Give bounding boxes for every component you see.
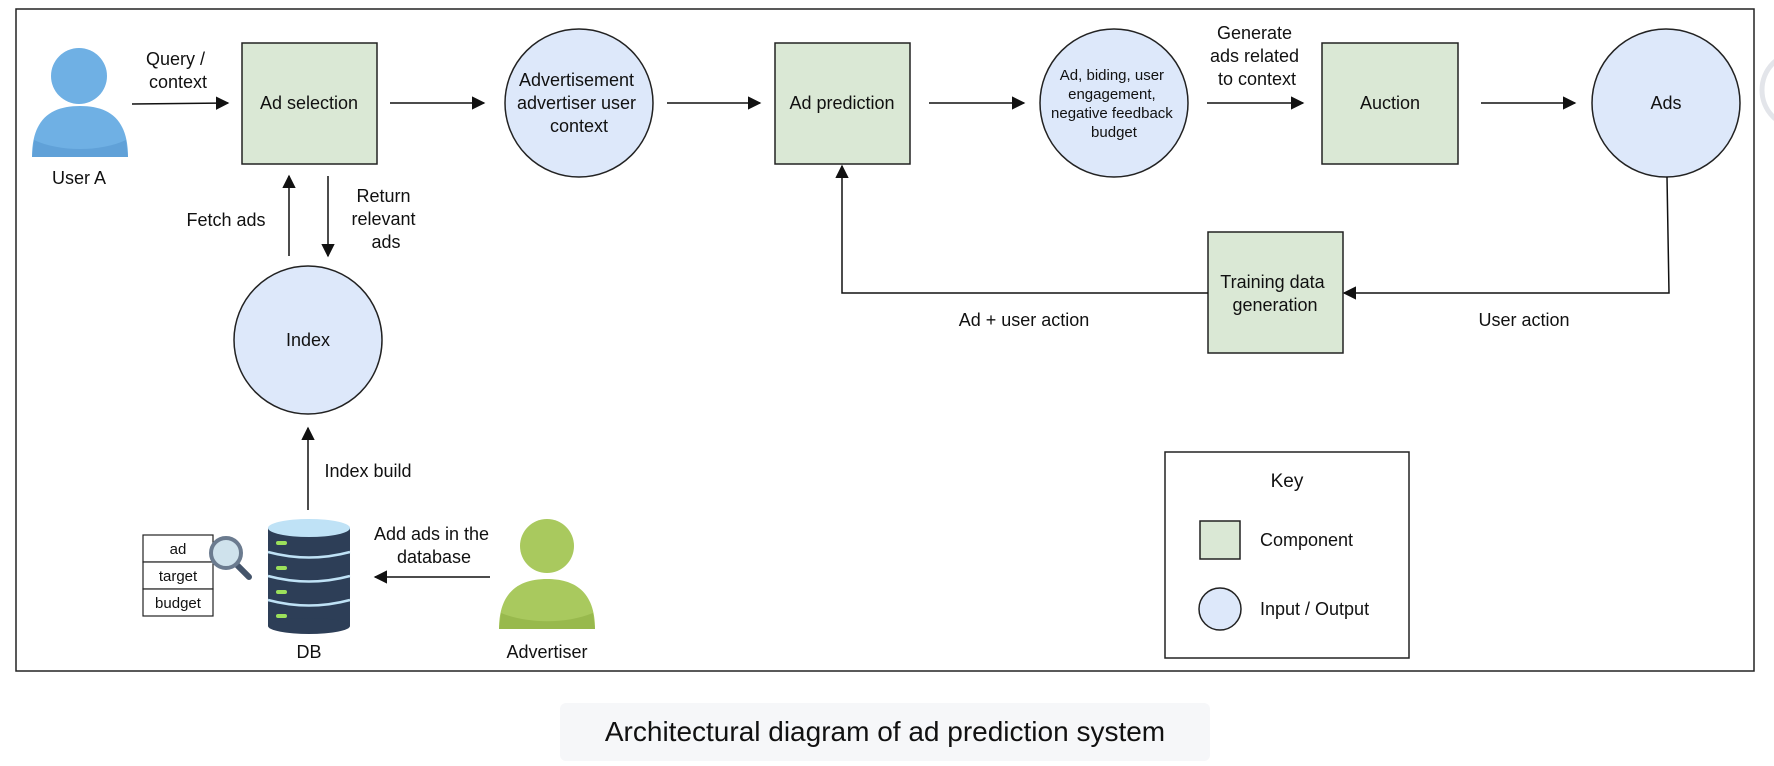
ad-user-action-label: Ad + user action [959,310,1090,330]
magnifier-icon [209,536,252,580]
caption-box: Architectural diagram of ad prediction s… [560,703,1210,761]
auction-box [1321,42,1459,165]
key-component-label: Component [1260,530,1353,550]
advertisement-context-circle [504,28,654,178]
add-ads-label: Add ads in the database [374,524,494,567]
arrow-ads-to-training [1342,176,1670,300]
partial-edge-circle [1759,58,1774,122]
key-title: Key [1271,471,1304,492]
generate-ads-label: Generate ads related to context [1210,23,1304,89]
db-table: ad target budget [142,534,214,617]
key-io-label: Input / Output [1260,599,1369,619]
training-data-label: Training data generation [1220,272,1329,315]
ads-circle [1591,28,1741,178]
fetch-ads-label: Fetch ads [186,210,265,230]
ads-label: Ads [1650,93,1681,113]
index-label: Index [286,330,330,350]
arrow-user-to-ad-selection [131,96,230,110]
ad-features-label: Ad, biding, user engagement, negative fe… [1051,67,1177,141]
advertisement-context-label: Advertisement advertiser user context [517,70,641,136]
auction-label: Auction [1360,93,1420,113]
db-label: DB [296,642,321,662]
training-data-box [1207,231,1344,354]
return-relevant-label: Return relevant ads [351,186,420,252]
user-a-icon [32,48,128,157]
diagram-caption: Architectural diagram of ad prediction s… [604,716,1166,747]
ad-prediction-box [774,42,911,165]
db-table-ad: ad [170,541,187,558]
db-table-budget: budget [155,595,202,612]
key-io-swatch [1198,587,1242,631]
ad-selection-box [241,42,378,165]
advertiser-icon [499,519,595,629]
index-build-label: Index build [324,461,411,481]
index-circle [233,265,383,415]
arrow-training-to-ad-prediction [835,164,1208,294]
db-table-target: target [159,568,198,585]
key-component-swatch [1199,520,1241,560]
ad-features-circle [1039,28,1189,178]
user-a-label: User A [52,168,106,188]
database-icon [267,519,351,634]
ad-prediction-label: Ad prediction [789,93,894,113]
user-action-label: User action [1478,310,1569,330]
ad-selection-label: Ad selection [260,93,358,113]
query-context-label: Query / context [146,49,210,92]
advertiser-label: Advertiser [506,642,587,662]
